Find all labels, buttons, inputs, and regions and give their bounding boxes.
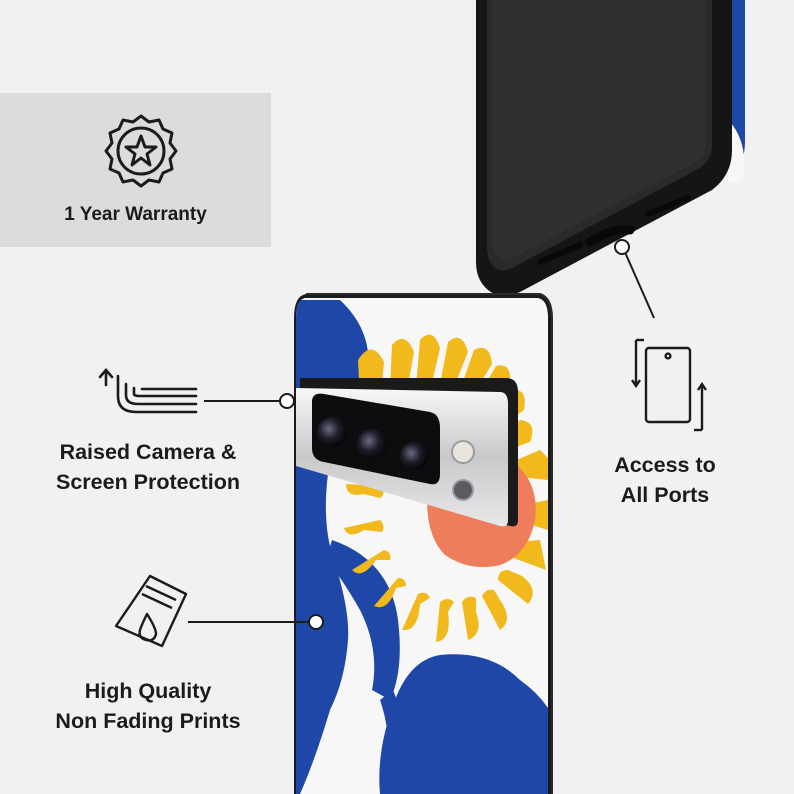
prints-label-line2: Non Fading Prints [55,709,241,733]
camera-label-line1: Raised Camera & [59,440,237,464]
callout-dot-camera [279,393,295,409]
sensor-icon [452,479,474,501]
prints-label: High Quality Non Fading Prints [26,676,270,736]
phone-rotate-icon [631,338,707,432]
camera-bar [296,378,518,527]
star-seal-icon [104,114,178,188]
callout-lines [188,249,655,623]
phone-screen-side [476,0,745,296]
ports-label-line1: Access to [614,453,716,477]
camera-lens-1 [317,417,347,447]
ports-label: Access to All Ports [580,450,750,510]
callout-dot-prints [308,614,324,630]
raised-edge-icon [98,368,198,414]
camera-label-line2: Screen Protection [56,470,240,494]
warranty-label: 1 Year Warranty [64,204,207,225]
callout-dot-ports [614,239,630,255]
camera-protection-label: Raised Camera & Screen Protection [26,437,270,497]
phone-case-back [294,293,553,794]
prints-label-line1: High Quality [84,679,212,703]
camera-lens-2 [357,429,387,459]
camera-lens-3 [400,442,428,470]
ink-print-icon [114,574,188,648]
ports-label-line2: All Ports [620,483,710,507]
flash-icon [451,440,475,464]
